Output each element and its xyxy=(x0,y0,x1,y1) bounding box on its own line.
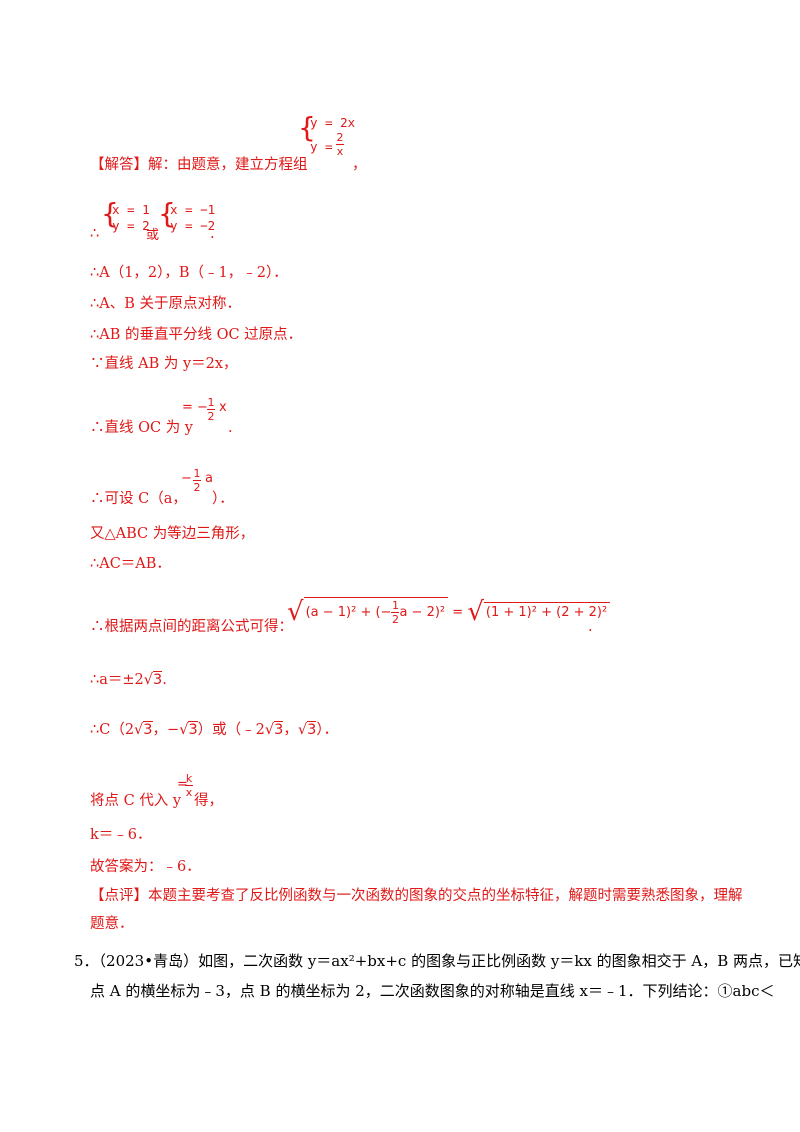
substitute-eq: = xyxy=(177,777,188,792)
line-answer: 故答案为：﹣6． xyxy=(90,859,201,875)
system-eq2-lhs: y = xyxy=(310,139,333,154)
line-substitute-prefix: 将点 C 代入 y xyxy=(90,793,182,809)
line-AB-equation: ∵直线 AB 为 y＝2x， xyxy=(90,356,238,372)
comment-line1: 【点评】本题主要考查了反比例函数与一次函数的图象的交点的坐标特征，解题时需要熟悉… xyxy=(90,888,743,904)
comment-line2: 题意． xyxy=(90,916,134,932)
line-perp-bisector: ∴AB 的垂直平分线 OC 过原点． xyxy=(90,327,303,343)
intro-comma: ， xyxy=(352,157,367,173)
comment-heading: 【点评】 xyxy=(90,888,148,904)
line-C-values: ∴C（2√3，−√3）或（﹣2√3，√3）． xyxy=(90,721,339,738)
system-eq2-fraction: 2 x xyxy=(336,131,344,158)
line-C-var: a xyxy=(205,471,213,486)
line-OC-prefix: ∴直线 OC 为 y xyxy=(90,420,194,436)
solution-heading: 【解答】 xyxy=(90,157,148,173)
line-AC-eq-AB: ∴AC＝AB． xyxy=(90,556,171,572)
line-C-expr-pre: − xyxy=(181,471,192,486)
line-AB-coords: ∴A（1，2），B（﹣1，﹣2）． xyxy=(90,265,288,281)
question5-line1: 5．（2023•青岛）如图，二次函数 y＝ax²+bx+c 的图象与正比例函数 … xyxy=(74,952,800,970)
solution-intro: 解：由题意，建立方程组 xyxy=(148,157,308,173)
line-OC-var: x xyxy=(219,400,227,415)
question5-line2: 点 A 的横坐标为﹣3，点 B 的横坐标为 2，二次函数图象的对称轴是直线 x＝… xyxy=(90,982,775,1000)
left-brace: { xyxy=(298,111,316,144)
line-symmetric: ∴A、B 关于原点对称． xyxy=(90,296,241,312)
substitute-suffix: 得， xyxy=(194,793,223,809)
sol2-y: y = −2 xyxy=(170,218,216,233)
line-k-value: k＝﹣6． xyxy=(90,827,152,843)
OC-period: . xyxy=(228,420,233,436)
sol1-y: y = 2 xyxy=(112,218,150,233)
solution-intro-line: 【解答】解：由题意，建立方程组 xyxy=(90,155,308,175)
line-OC-expr-pre: = − xyxy=(182,400,208,415)
line-C-prefix: ∴可设 C（a， xyxy=(90,491,187,507)
line-a-value: ∴a＝±2√3. xyxy=(90,671,167,688)
sol2-brace: { xyxy=(158,197,176,230)
sol-period: . xyxy=(210,226,215,242)
sol1-x: x = 1 xyxy=(112,202,150,217)
sol2-x: x = −1 xyxy=(170,202,216,217)
sol1-brace: { xyxy=(101,197,119,230)
distance-period: . xyxy=(588,619,593,635)
therefore-symbol: ∴ xyxy=(90,226,100,242)
or-word: 或 xyxy=(146,228,160,243)
line-equilateral: 又△ABC 为等边三角形， xyxy=(90,526,255,542)
line-distance-prefix: ∴根据两点间的距离公式可得： xyxy=(90,619,293,635)
system-eq1: y = 2x xyxy=(310,115,356,130)
line-C-suffix: ）． xyxy=(212,491,234,507)
